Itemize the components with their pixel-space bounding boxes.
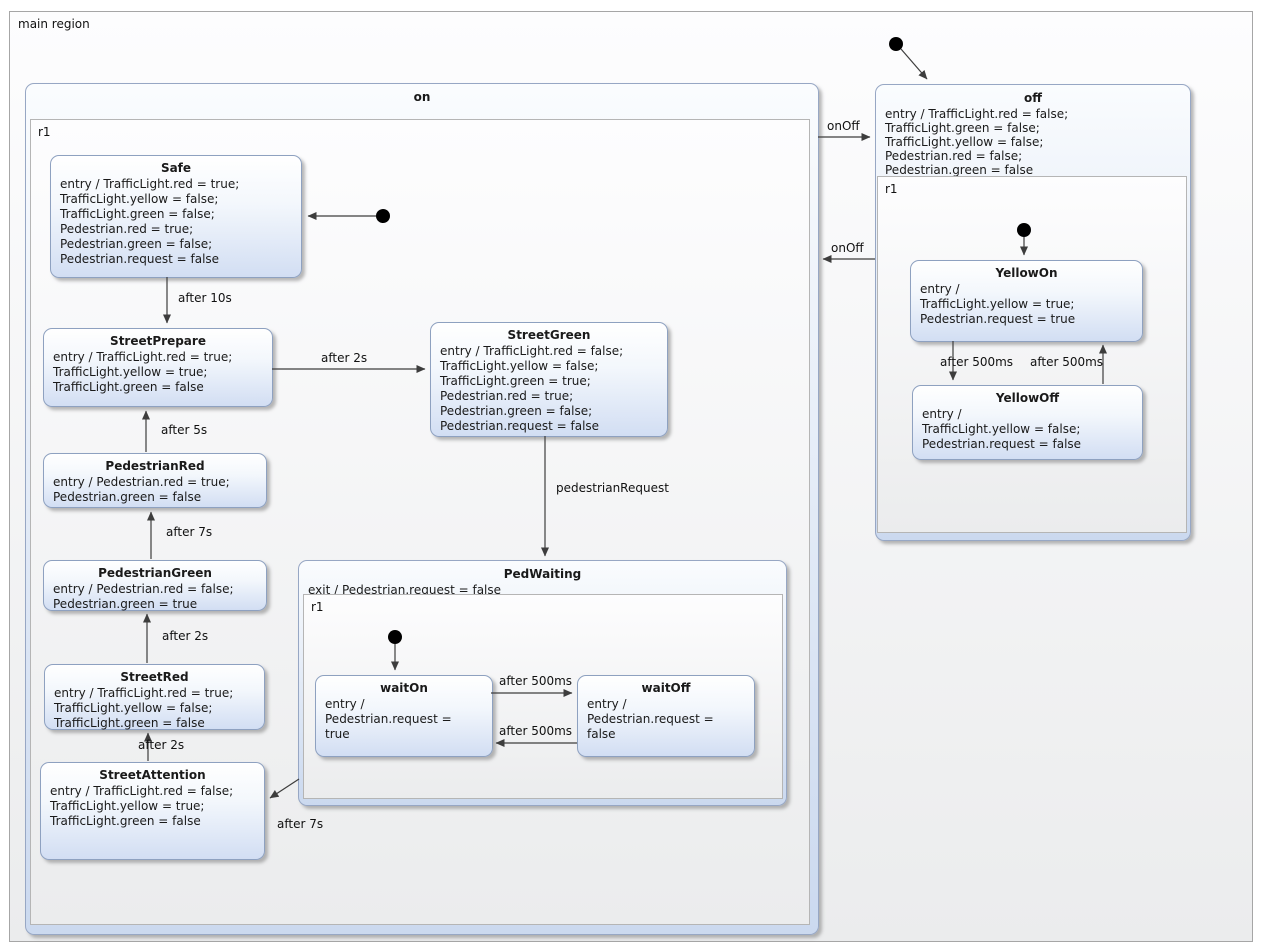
state-yellowoff-title: YellowOff bbox=[995, 391, 1060, 405]
transition-label-yellowoff-to-yellowon[interactable]: after 500ms bbox=[1030, 355, 1104, 369]
transition-label-streetprepare-to-streetgreen[interactable]: after 2s bbox=[321, 351, 368, 365]
transition-label-on-to-off[interactable]: onOff bbox=[827, 119, 860, 133]
state-safe[interactable]: Safe entry / TrafficLight.red = true; Tr… bbox=[50, 155, 302, 278]
transition-label-pedwaiting-to-streetattention[interactable]: after 7s bbox=[277, 817, 324, 831]
state-waitoff[interactable]: waitOff entry / Pedestrian.request = fal… bbox=[577, 675, 755, 757]
state-waiton[interactable]: waitOn entry / Pedestrian.request = true bbox=[315, 675, 493, 757]
state-pedestrianred-title: PedestrianRed bbox=[105, 459, 205, 473]
state-streetattention-title: StreetAttention bbox=[99, 768, 206, 782]
state-streetprepare[interactable]: StreetPrepare entry / TrafficLight.red =… bbox=[43, 328, 273, 407]
state-streetprepare-entry-actions: entry / TrafficLight.red = true; Traffic… bbox=[53, 350, 233, 394]
state-yellowon[interactable]: YellowOn entry / TrafficLight.yellow = t… bbox=[910, 260, 1143, 342]
state-streetred-title: StreetRed bbox=[120, 670, 189, 684]
state-safe-entry-actions: entry / TrafficLight.red = true; Traffic… bbox=[60, 177, 240, 266]
state-pedestriangreen[interactable]: PedestrianGreen entry / Pedestrian.red =… bbox=[43, 560, 267, 611]
transition-label-pedestriangreen-to-pedestrianred[interactable]: after 7s bbox=[166, 525, 213, 539]
transition-label-off-to-on[interactable]: onOff bbox=[831, 241, 864, 255]
state-streetattention[interactable]: StreetAttention entry / TrafficLight.red… bbox=[40, 762, 265, 860]
state-streetred-entry-actions: entry / TrafficLight.red = true; Traffic… bbox=[54, 686, 234, 730]
state-pedestrianred[interactable]: PedestrianRed entry / Pedestrian.red = t… bbox=[43, 453, 267, 508]
state-streetgreen-title: StreetGreen bbox=[507, 328, 591, 342]
region-r1-label: r1 bbox=[38, 125, 51, 139]
state-yellowoff-entry-actions: entry / TrafficLight.yellow = false; Ped… bbox=[922, 407, 1082, 451]
state-streetgreen[interactable]: StreetGreen entry / TrafficLight.red = f… bbox=[430, 322, 668, 437]
state-pedestriangreen-entry-actions: entry / Pedestrian.red = false; Pedestri… bbox=[53, 582, 234, 611]
transition-label-pedestrianred-to-streetprepare[interactable]: after 5s bbox=[161, 423, 208, 437]
state-safe-title: Safe bbox=[160, 161, 192, 175]
transition-label-streetred-to-pedestriangreen[interactable]: after 2s bbox=[162, 629, 209, 643]
state-streetprepare-title: StreetPrepare bbox=[110, 334, 206, 348]
state-off-title: off bbox=[1024, 91, 1042, 105]
state-waitoff-title: waitOff bbox=[641, 681, 691, 695]
transition-label-streetgreen-to-pedwaiting[interactable]: pedestrianRequest bbox=[556, 481, 669, 495]
state-waiton-title: waitOn bbox=[380, 681, 428, 695]
transition-label-yellowon-to-yellowoff[interactable]: after 500ms bbox=[940, 355, 1014, 369]
transition-label-waitoff-to-waiton[interactable]: after 500ms bbox=[499, 724, 573, 738]
state-streetred[interactable]: StreetRed entry / TrafficLight.red = tru… bbox=[44, 664, 265, 730]
state-yellowon-entry-actions: entry / TrafficLight.yellow = true; Pede… bbox=[920, 282, 1076, 326]
state-pedwaiting-title: PedWaiting bbox=[503, 567, 582, 581]
transition-label-waiton-to-waitoff[interactable]: after 500ms bbox=[499, 674, 573, 688]
state-streetattention-entry-actions: entry / TrafficLight.red = false; Traffi… bbox=[50, 784, 234, 828]
state-yellowon-title: YellowOn bbox=[995, 266, 1058, 280]
state-off-region-r1: r1 bbox=[877, 176, 1187, 533]
state-on-title: on bbox=[413, 90, 431, 104]
state-pedestrianred-entry-actions: entry / Pedestrian.red = true; Pedestria… bbox=[53, 475, 230, 504]
state-waitoff-entry-actions: entry / Pedestrian.request = false bbox=[587, 697, 714, 741]
state-pedestriangreen-title: PedestrianGreen bbox=[98, 566, 212, 580]
state-pedwaiting-exit-actions: exit / Pedestrian.request = false bbox=[308, 583, 502, 597]
region-r1-label: r1 bbox=[885, 182, 898, 196]
state-waiton-entry-actions: entry / Pedestrian.request = true bbox=[325, 697, 452, 741]
state-streetgreen-entry-actions: entry / TrafficLight.red = false; Traffi… bbox=[440, 344, 624, 433]
transition-label-safe-to-streetprepare[interactable]: after 10s bbox=[178, 291, 232, 305]
state-yellowoff[interactable]: YellowOff entry / TrafficLight.yellow = … bbox=[912, 385, 1143, 460]
state-off-entry-actions: entry / TrafficLight.red = false; Traffi… bbox=[885, 107, 1069, 177]
transition-label-streetattention-to-streetred[interactable]: after 2s bbox=[138, 738, 185, 752]
main-region-label: main region bbox=[18, 17, 90, 31]
region-r1-label: r1 bbox=[311, 600, 324, 614]
